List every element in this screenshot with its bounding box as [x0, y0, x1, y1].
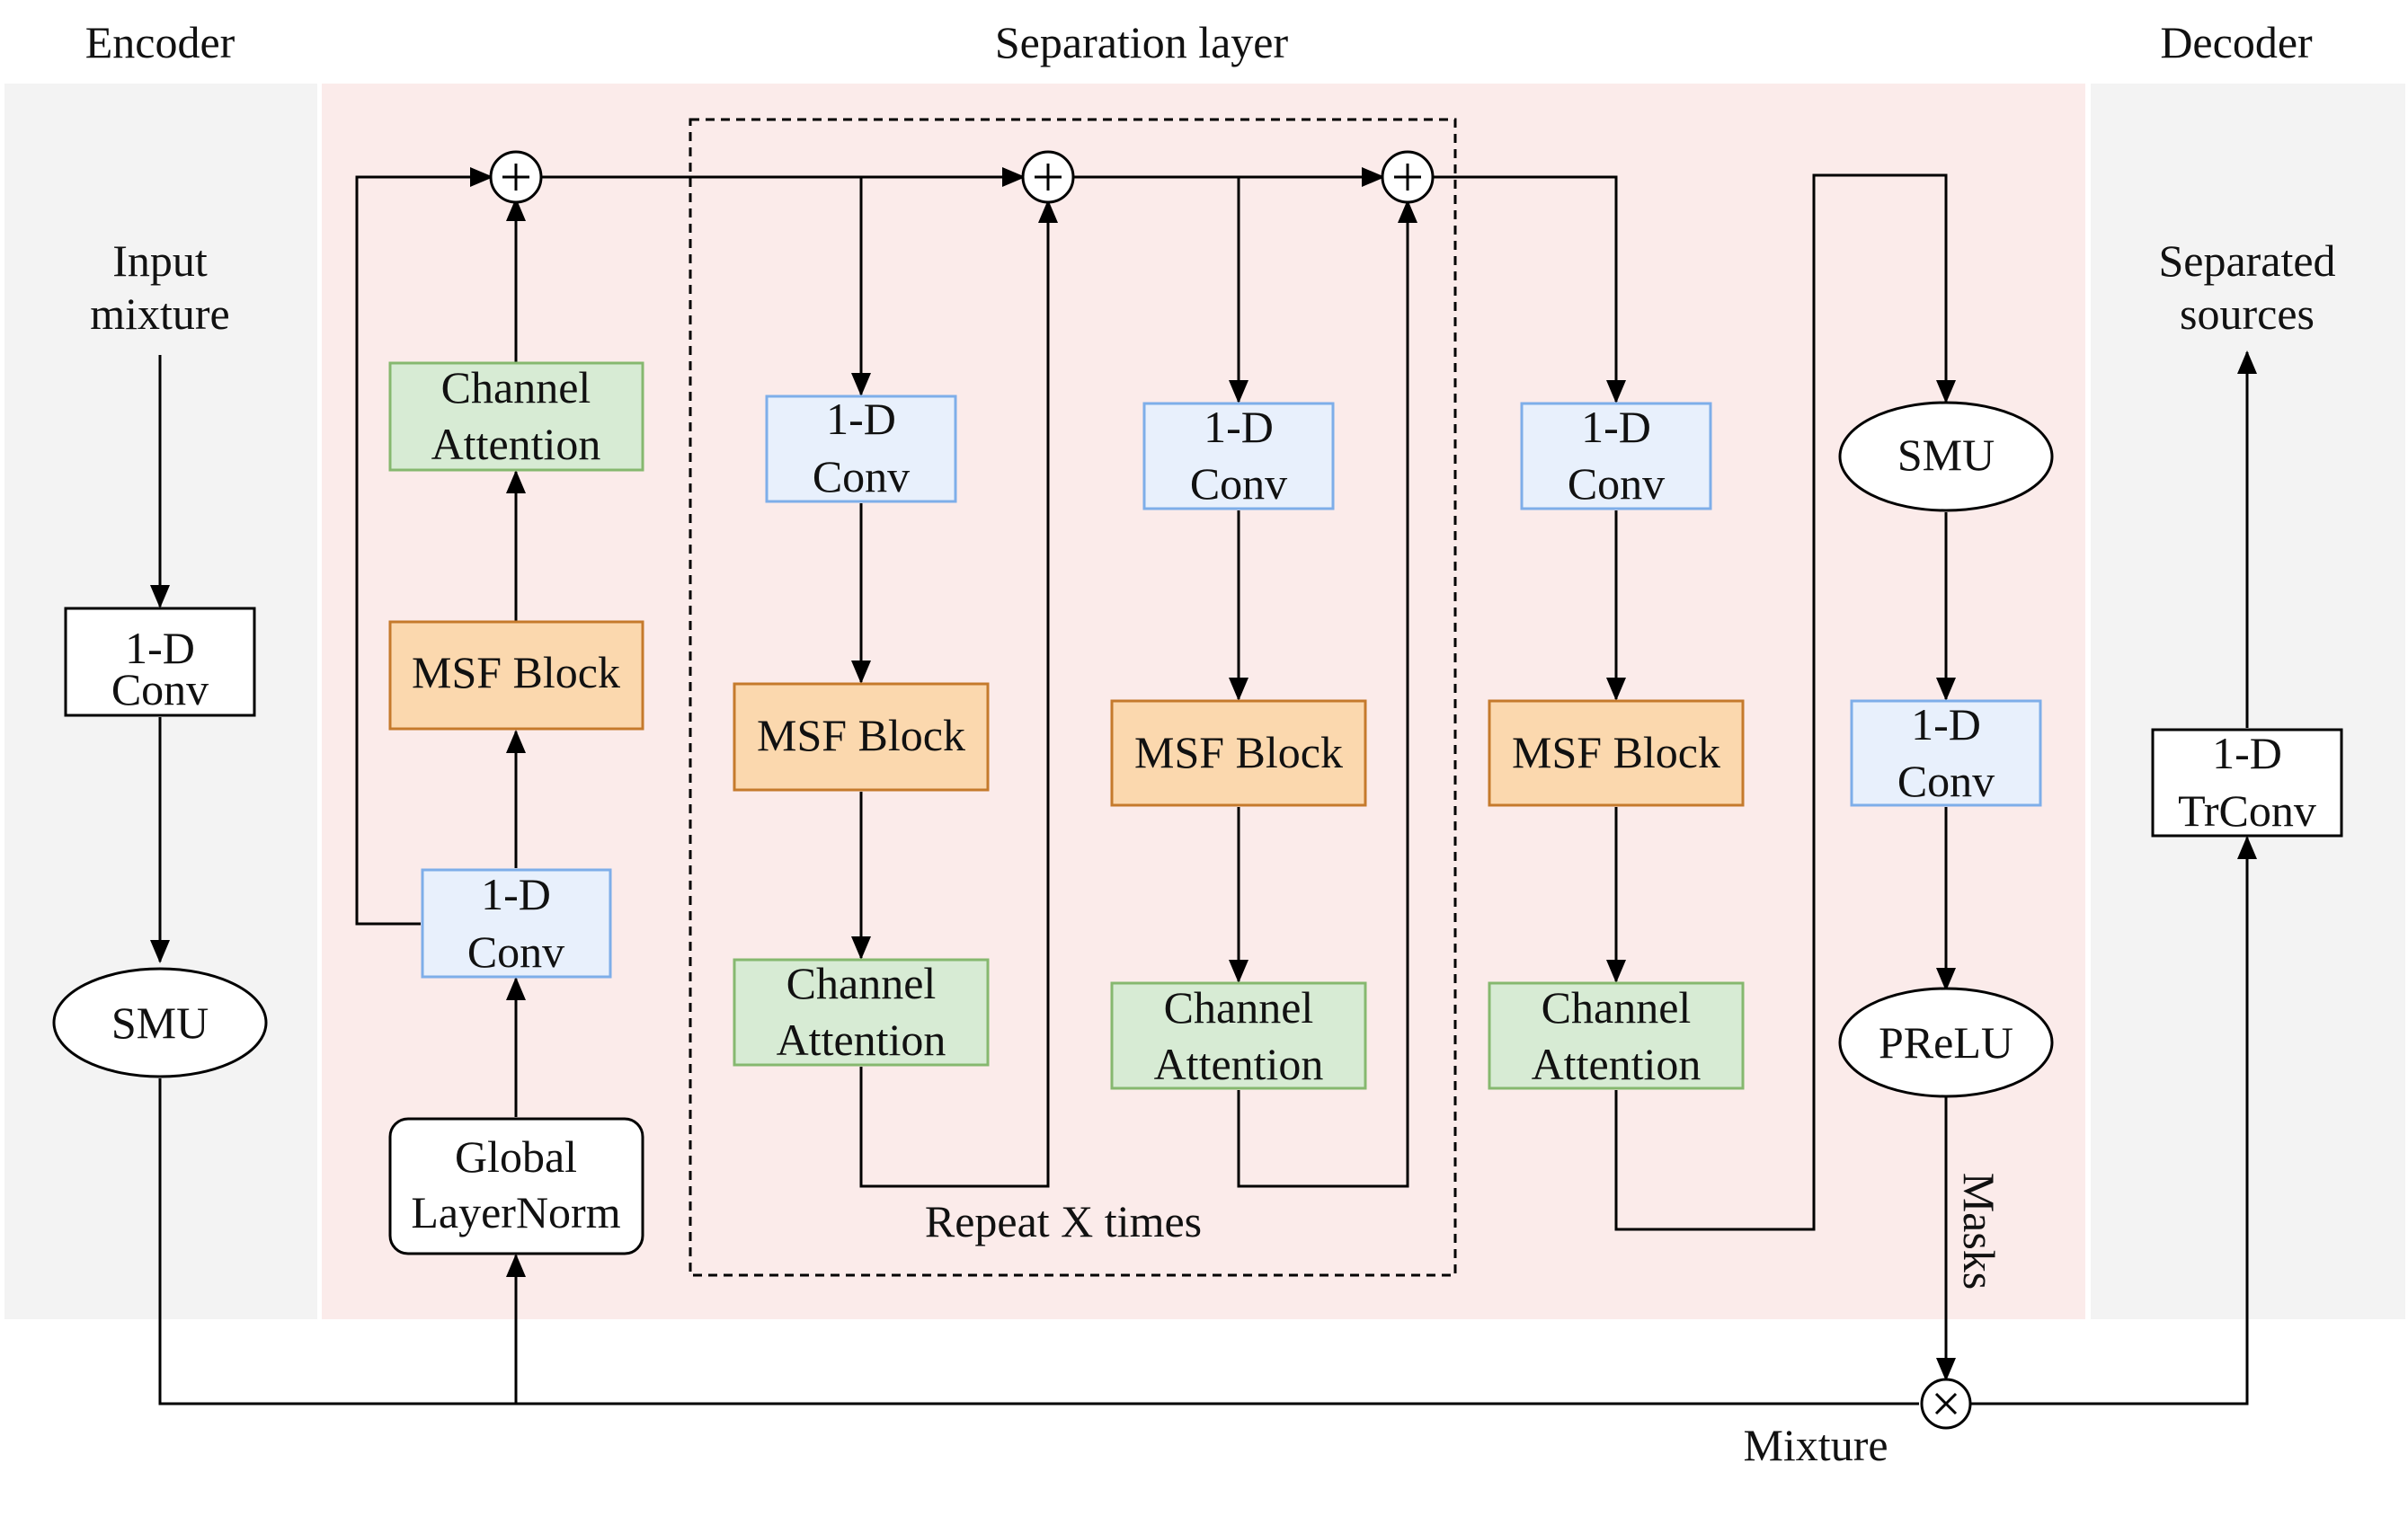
- initial-conv-label-2: Conv: [467, 927, 564, 977]
- repeat2-attention-label-2: Attention: [1154, 1039, 1324, 1089]
- final-conv: 1-D Conv: [1520, 402, 1712, 510]
- input-mixture-label-2: mixture: [90, 288, 230, 339]
- final-msf-block: MSF Block: [1488, 699, 1745, 807]
- initial-attention-label-2: Attention: [431, 419, 601, 469]
- final-conv-label-1: 1-D: [1581, 402, 1651, 452]
- repeat2-msf-block: MSF Block: [1110, 699, 1367, 807]
- decoder-trconv: 1-D TrConv: [2151, 728, 2343, 838]
- repeat1-msf-label: MSF Block: [757, 710, 965, 760]
- final-conv-label-2: Conv: [1568, 458, 1665, 509]
- final-msf-label: MSF Block: [1512, 727, 1720, 777]
- encoder-conv-label-1: 1-D: [125, 623, 195, 673]
- multiplier: [1920, 1378, 1972, 1430]
- separated-sources-label: Separated: [2158, 235, 2335, 286]
- initial-conv: 1-D Conv: [421, 868, 612, 979]
- final-channel-attention: Channel Attention: [1488, 981, 1745, 1090]
- repeat1-attention-label-1: Channel: [786, 958, 937, 1008]
- masks-label: Masks: [1954, 1173, 2004, 1290]
- repeat-label: Repeat X times: [925, 1196, 1202, 1246]
- encoder-conv-label-2: Conv: [111, 664, 209, 714]
- repeat2-channel-attention: Channel Attention: [1110, 981, 1367, 1090]
- initial-attention-label-1: Channel: [441, 362, 591, 412]
- repeat1-msf-block: MSF Block: [733, 682, 990, 792]
- encoder-title: Encoder: [85, 17, 235, 67]
- final-attention-label-1: Channel: [1542, 982, 1692, 1033]
- initial-channel-attention: Channel Attention: [388, 361, 644, 472]
- repeat2-conv-label-1: 1-D: [1204, 402, 1274, 452]
- initial-conv-label-1: 1-D: [481, 869, 551, 919]
- repeat1-conv-label-2: Conv: [813, 451, 910, 501]
- final-attention-label-2: Attention: [1532, 1039, 1702, 1089]
- input-mixture-label: Input: [112, 235, 208, 286]
- repeat-frame: [689, 118, 1457, 1277]
- adder-1: [489, 150, 543, 204]
- separated-sources-label-2: sources: [2180, 288, 2315, 339]
- mask-smu-label: SMU: [1897, 430, 1995, 480]
- global-layernorm-label-2: LayerNorm: [411, 1187, 620, 1237]
- decoder-trconv-label-2: TrConv: [2178, 785, 2316, 836]
- repeat2-conv: 1-D Conv: [1142, 402, 1335, 510]
- repeat1-conv-label-1: 1-D: [826, 394, 896, 444]
- repeat2-attention-label-1: Channel: [1164, 982, 1314, 1033]
- prelu-label: PReLU: [1879, 1017, 2013, 1068]
- encoder-conv: 1-D Conv: [64, 607, 256, 717]
- repeat1-attention-label-2: Attention: [777, 1015, 946, 1065]
- repeat1-conv: 1-D Conv: [765, 394, 957, 503]
- global-layernorm-label-1: Global: [455, 1131, 577, 1182]
- separation-title: Separation layer: [995, 17, 1289, 67]
- initial-msf-label: MSF Block: [412, 647, 620, 697]
- repeat2-msf-label: MSF Block: [1134, 727, 1343, 777]
- mask-conv-label-1: 1-D: [1911, 699, 1981, 749]
- adder-3: [1381, 150, 1435, 204]
- encoder-smu-label: SMU: [111, 998, 209, 1048]
- connections: [150, 167, 2257, 1405]
- mask-conv: 1-D Conv: [1850, 699, 2042, 807]
- repeat2-conv-label-2: Conv: [1190, 458, 1287, 509]
- global-layernorm: Global LayerNorm: [388, 1117, 644, 1255]
- encoder-smu: SMU: [52, 967, 268, 1078]
- mask-smu: SMU: [1838, 401, 2054, 512]
- initial-msf-block: MSF Block: [388, 620, 644, 731]
- mixture-label: Mixture: [1743, 1420, 1888, 1470]
- decoder-title: Decoder: [2160, 17, 2313, 67]
- mask-conv-label-2: Conv: [1897, 756, 1995, 806]
- decoder-trconv-label-1: 1-D: [2212, 728, 2282, 778]
- adder-2: [1021, 150, 1075, 204]
- prelu: PReLU: [1838, 987, 2054, 1098]
- repeat1-channel-attention: Channel Attention: [733, 958, 990, 1067]
